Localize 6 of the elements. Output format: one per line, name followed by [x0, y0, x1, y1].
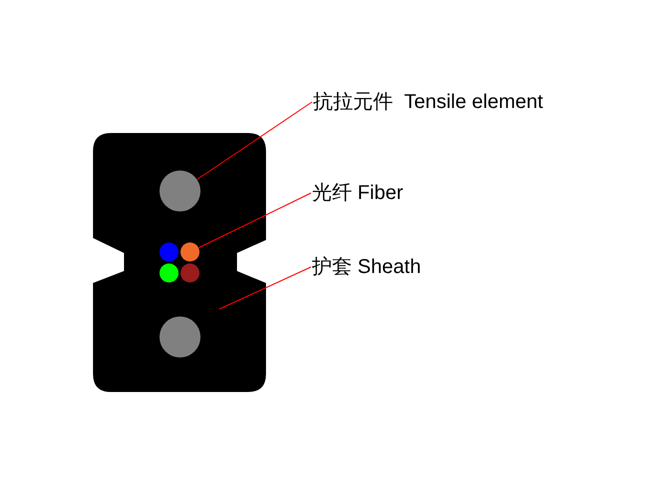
- leader-line: [196, 102, 312, 180]
- leader-line: [198, 192, 312, 248]
- leader-line: [218, 266, 312, 310]
- label-text: 光纤 Fiber: [312, 182, 404, 204]
- label-text: 护套 Sheath: [312, 256, 421, 278]
- label-text: 抗拉元件 Tensile element: [313, 91, 544, 113]
